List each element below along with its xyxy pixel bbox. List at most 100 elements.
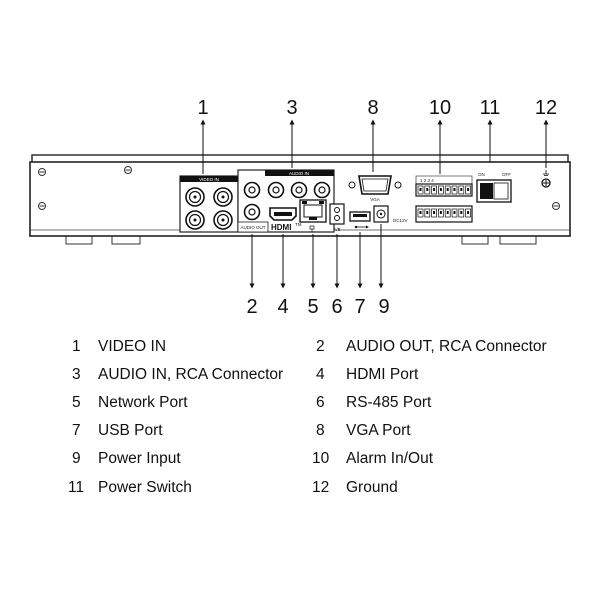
legend-item: 7 USB Port [72, 422, 163, 440]
rca-connector-icon [243, 203, 261, 221]
hdmi-port: HDMI TM [269, 207, 302, 232]
vga-port: VGA [348, 175, 402, 202]
legend-number: 9 [72, 450, 81, 467]
callout-number-10: 10 [429, 97, 451, 119]
usb-icon [354, 225, 369, 229]
terminal-pin-slot [453, 188, 456, 191]
audio-out-label: AUDIO OUT [240, 225, 265, 230]
vga-label: VGA [370, 197, 380, 202]
terminal-pin-slot [433, 211, 436, 214]
power-switch: ON OFF [476, 172, 512, 203]
legend-number: 6 [316, 394, 325, 411]
legend-item: 8 VGA Port [316, 422, 411, 440]
screw-icon [124, 166, 132, 174]
network-port [299, 199, 327, 233]
legend-text: AUDIO IN, RCA Connector [98, 366, 284, 383]
legend-text: HDMI Port [346, 366, 419, 383]
legend-number: 8 [316, 422, 325, 439]
legend-text: VIDEO IN [98, 338, 167, 355]
rs485-port: A/B [329, 203, 345, 232]
callout-lines [200, 119, 549, 289]
terminal-pin-slot [453, 211, 456, 214]
callout-number-3: 3 [286, 97, 297, 119]
legend-item: 10 Alarm In/Out [312, 450, 433, 468]
callout-number-6: 6 [331, 296, 342, 318]
legend-item: 11 Power Switch [68, 479, 192, 497]
legend-text: Network Port [98, 394, 188, 411]
bnc-connector-icon [185, 210, 205, 230]
bnc-connector-icon [185, 187, 205, 207]
screw-icon [38, 168, 46, 176]
legend-text: Ground [346, 479, 398, 496]
screw-icon [552, 202, 560, 210]
ground-screw [541, 170, 551, 188]
legend-number: 5 [72, 394, 81, 411]
switch-on-label: ON [478, 172, 485, 177]
legend-number: 2 [316, 338, 325, 355]
legend-text: Alarm In/Out [346, 450, 433, 467]
callout-number-4: 4 [277, 296, 288, 318]
legend-item: 2 AUDIO OUT, RCA Connector [316, 338, 547, 356]
callout-numbers: 1 3 8 10 11 12 2 4 5 6 7 9 [197, 97, 557, 318]
terminal-pin-slot [460, 211, 463, 214]
legend-number: 12 [312, 479, 330, 496]
legend-number: 10 [312, 450, 330, 467]
legend-item: 3 AUDIO IN, RCA Connector [72, 366, 283, 384]
legend-number: 7 [72, 422, 81, 439]
callout-number-12: 12 [535, 97, 557, 119]
legend-number: 3 [72, 366, 81, 383]
terminal-pin-slot [426, 188, 429, 191]
bnc-connector-icon [213, 210, 233, 230]
legend-item: 9 Power Input [72, 450, 181, 468]
callout-number-9: 9 [378, 296, 389, 318]
callout-number-2: 2 [246, 296, 257, 318]
terminal-pin-slot [433, 188, 436, 191]
terminal-pin-slot [467, 211, 470, 214]
terminal-pin-slot [426, 211, 429, 214]
legend-item: 1 VIDEO IN [72, 338, 166, 356]
audio-in-label: AUDIO IN [289, 171, 309, 176]
rca-connector-icon [243, 181, 261, 199]
legend-text: USB Port [98, 422, 163, 439]
legend-text: AUDIO OUT, RCA Connector [346, 338, 547, 355]
ground-icon [543, 170, 549, 176]
legend-number: 11 [68, 479, 85, 496]
switch-off-label: OFF [502, 172, 511, 177]
power-input-port: DC12V [373, 205, 408, 223]
terminal-pin-slot [439, 188, 442, 191]
screw-icon [38, 202, 46, 210]
legend-number: 4 [316, 366, 325, 383]
callout-number-7: 7 [354, 296, 365, 318]
legend-item: 5 Network Port [72, 394, 188, 412]
callout-number-11: 11 [480, 97, 501, 119]
alarm-terminal-block: 1 2 3 4 [415, 175, 473, 223]
legend-text: Power Input [98, 450, 181, 467]
network-icon [308, 225, 316, 233]
legend-text: VGA Port [346, 422, 411, 439]
legend-text: Power Switch [98, 479, 192, 496]
video-in-label: VIDEO IN [199, 177, 219, 182]
legend-text: RS-485 Port [346, 394, 432, 411]
terminal-pin-slot [439, 211, 442, 214]
terminal-pin-slot [446, 211, 449, 214]
rca-connector-icon [313, 181, 331, 199]
svg-text:1 2 3 4: 1 2 3 4 [420, 178, 434, 183]
power-input-label: DC12V [393, 218, 408, 223]
callout-number-8: 8 [367, 97, 378, 119]
legend-item: 6 RS-485 Port [316, 394, 431, 412]
terminal-pin-slot [419, 211, 422, 214]
legend-item: 12 Ground [312, 479, 398, 497]
legend-number: 1 [72, 338, 81, 355]
bnc-connector-icon [213, 187, 233, 207]
terminal-pin-slot [446, 188, 449, 191]
rs485-label: A/B [333, 227, 340, 232]
rca-connector-icon [267, 181, 285, 199]
rca-connector-icon [290, 181, 308, 199]
video-in-block: VIDEO IN [179, 175, 239, 233]
callout-number-1: 1 [197, 97, 208, 119]
legend-item: 4 HDMI Port [316, 366, 418, 384]
terminal-pin-slot [419, 188, 422, 191]
callout-number-5: 5 [307, 296, 318, 318]
terminal-pin-slot [467, 188, 470, 191]
